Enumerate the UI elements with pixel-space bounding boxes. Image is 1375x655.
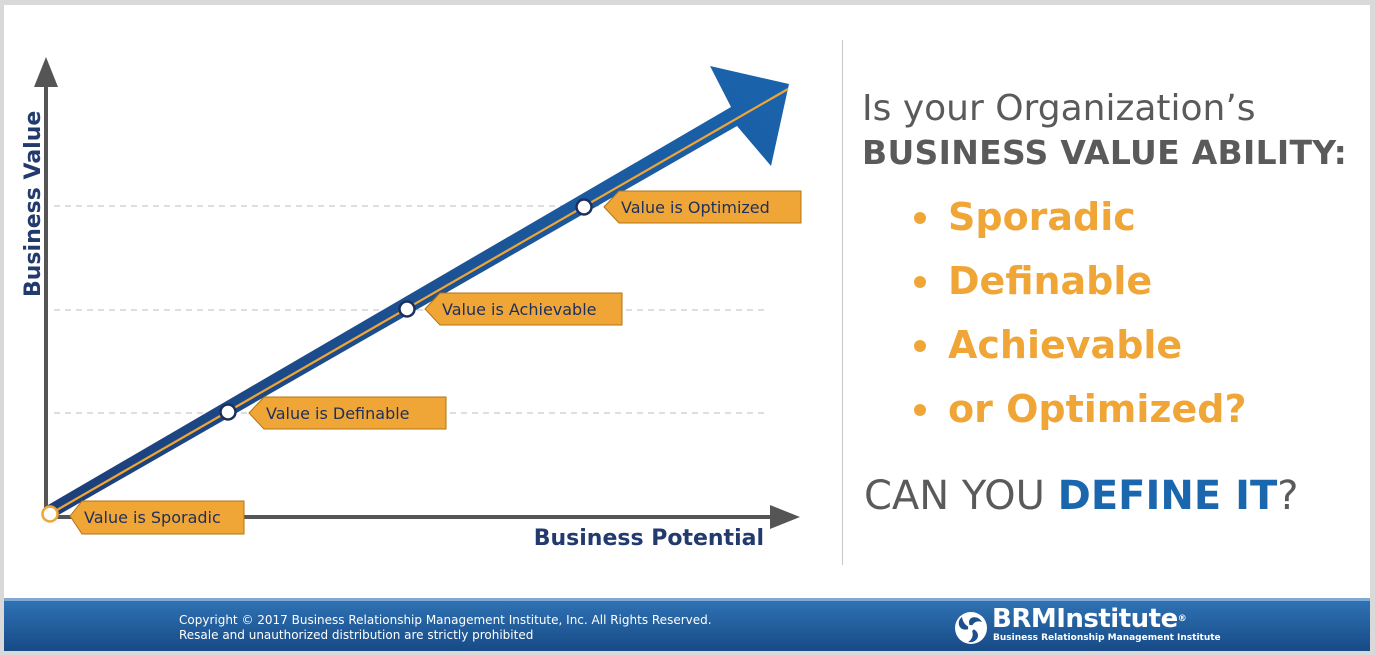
stage-label-definable: Value is Definable <box>266 404 410 423</box>
stage-label-achievable: Value is Achievable <box>442 300 597 319</box>
growth-arrow <box>48 66 789 521</box>
cta-prefix: CAN YOU <box>864 473 1058 519</box>
option-label-achievable: Achievable <box>948 323 1183 367</box>
copyright-line-2: Resale and unauthorized distribution are… <box>179 628 534 642</box>
stage-marker-sporadic <box>41 505 59 523</box>
y-axis-title: Business Value <box>21 111 46 297</box>
logo-name-text: BRMInstitute <box>992 604 1178 634</box>
question-line-2: BUSINESS VALUE ABILITY: <box>862 133 1348 172</box>
x-axis-title: Business Potential <box>534 526 764 551</box>
bullet-dot-icon <box>914 212 926 224</box>
stage-tag-optimized: Value is Optimized <box>603 190 802 224</box>
option-item: Achievable <box>862 313 1367 377</box>
stage-label-optimized: Value is Optimized <box>621 198 770 217</box>
cta-highlight: DEFINE IT <box>1057 473 1278 519</box>
value-growth-diagram: Value is Sporadic Value is Definable Val… <box>21 57 802 551</box>
copyright-notice: Copyright © 2017 Business Relationship M… <box>179 613 712 643</box>
option-label-sporadic: Sporadic <box>948 195 1136 239</box>
registered-mark: ® <box>1177 614 1187 624</box>
option-item: or Optimized? <box>862 377 1367 441</box>
logo-tagline: Business Relationship Management Institu… <box>993 633 1221 643</box>
option-item: Sporadic <box>862 185 1367 249</box>
option-label-definable: Definable <box>948 259 1153 303</box>
content-panel: Value is Sporadic Value is Definable Val… <box>4 5 1370 598</box>
bullet-dot-icon <box>914 276 926 288</box>
question-block: Is your Organization’s BUSINESS VALUE AB… <box>862 87 1367 441</box>
logo-wordmark: BRMInstitute® <box>992 604 1187 634</box>
stage-marker-optimized <box>575 198 593 216</box>
stage-tag-definable: Value is Definable <box>248 396 447 430</box>
question-line-1: Is your Organization’s <box>862 88 1256 129</box>
option-item: Definable <box>862 249 1367 313</box>
stage-label-sporadic: Value is Sporadic <box>84 508 221 527</box>
brm-swirl-icon <box>955 612 987 644</box>
options-list: Sporadic Definable Achievable or Optimiz… <box>862 185 1367 441</box>
brm-institute-logo: BRMInstitute® Business Relationship Mana… <box>952 604 1221 648</box>
vertical-divider <box>842 40 843 565</box>
copyright-line-1: Copyright © 2017 Business Relationship M… <box>179 613 712 627</box>
progression-line <box>49 88 789 515</box>
y-axis-arrowhead <box>34 57 58 87</box>
cta-suffix: ? <box>1277 473 1299 519</box>
bullet-dot-icon <box>914 340 926 352</box>
stage-marker-definable <box>219 403 237 421</box>
call-to-action: CAN YOU DEFINE IT? <box>864 470 1299 522</box>
footer-bar: Copyright © 2017 Business Relationship M… <box>4 598 1370 651</box>
stage-marker-achievable <box>398 300 416 318</box>
stage-tag-achievable: Value is Achievable <box>424 292 623 326</box>
option-label-optimized: or Optimized? <box>948 387 1247 431</box>
stage-tag-sporadic: Value is Sporadic <box>69 500 245 535</box>
bullet-dot-icon <box>914 404 926 416</box>
x-axis-arrowhead <box>770 505 800 529</box>
